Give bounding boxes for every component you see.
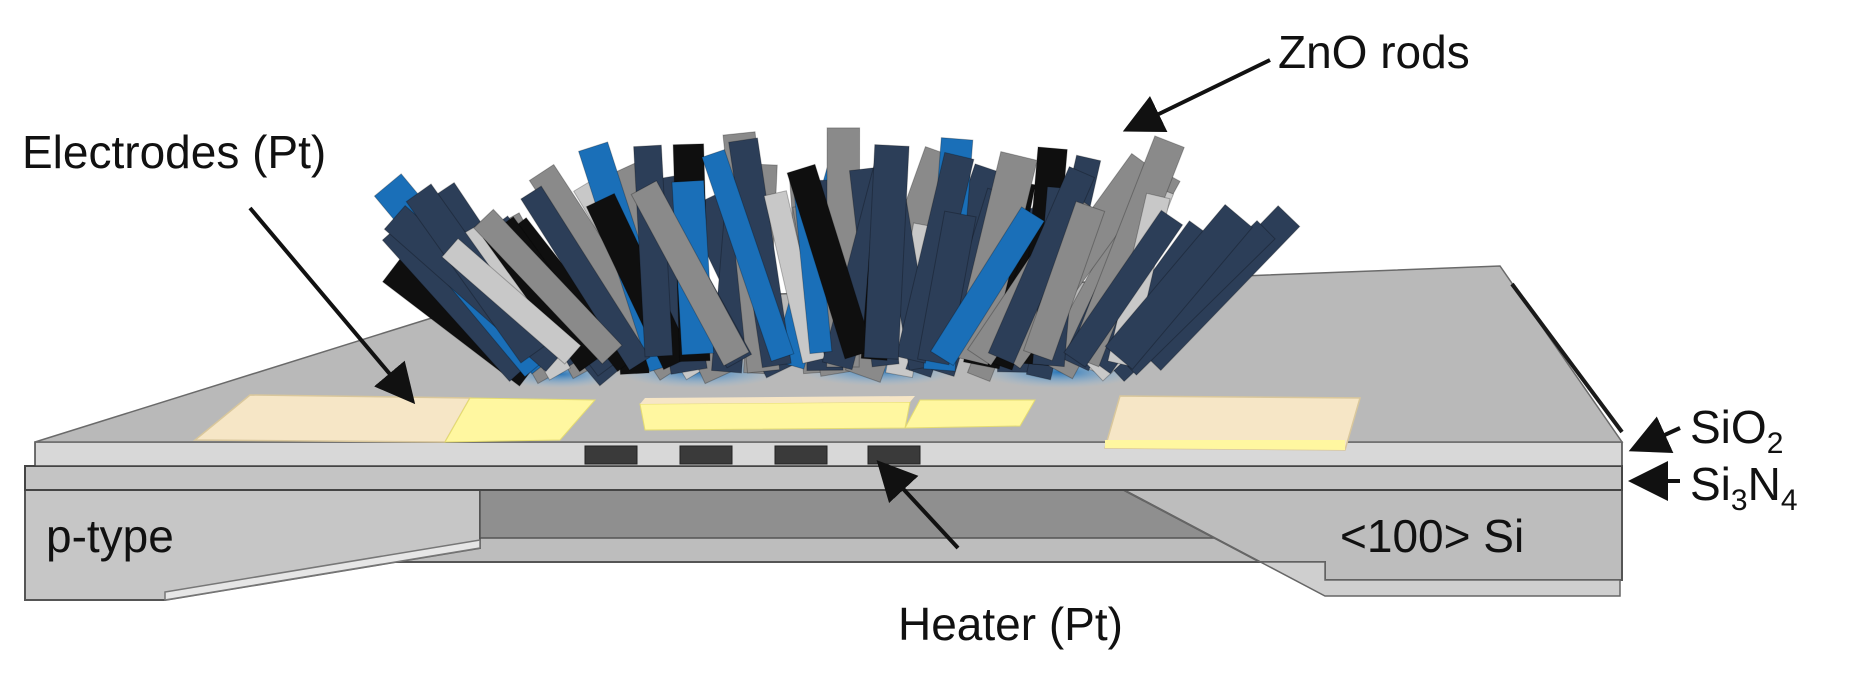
- label-si3n4-sub1: 3: [1731, 484, 1748, 517]
- heater-element: [868, 446, 920, 464]
- heater-element: [775, 446, 827, 464]
- label-si3n4-sub2: 4: [1781, 484, 1798, 517]
- label-p-type: p-type: [46, 510, 174, 562]
- sio2-layer: [35, 442, 1622, 466]
- label-electrodes: Electrodes (Pt): [22, 126, 326, 178]
- zno-rods-cluster: [374, 128, 1299, 386]
- label-sio2-sub: 2: [1767, 427, 1784, 460]
- arrow-icon: [1130, 60, 1270, 128]
- heater-element: [585, 446, 637, 464]
- label-heater: Heater (Pt): [898, 598, 1123, 650]
- label-si3n4-mid: N: [1748, 458, 1781, 510]
- label-zno-rods: ZnO rods: [1278, 26, 1470, 78]
- electrode-pad-center: [640, 402, 910, 430]
- si3n4-layer: [25, 466, 1622, 490]
- etched-cavity: [480, 488, 1220, 538]
- label-sio2: SiO2: [1690, 401, 1783, 460]
- label-si3n4: Si3N4: [1690, 458, 1798, 517]
- heater-element: [680, 446, 732, 464]
- label-sio2-base: SiO: [1690, 401, 1767, 453]
- electrode-strip-right: [905, 400, 1035, 428]
- arrow-icon: [1636, 428, 1680, 448]
- label-si-substrate: <100> Si: [1340, 510, 1524, 562]
- label-si3n4-base: Si: [1690, 458, 1731, 510]
